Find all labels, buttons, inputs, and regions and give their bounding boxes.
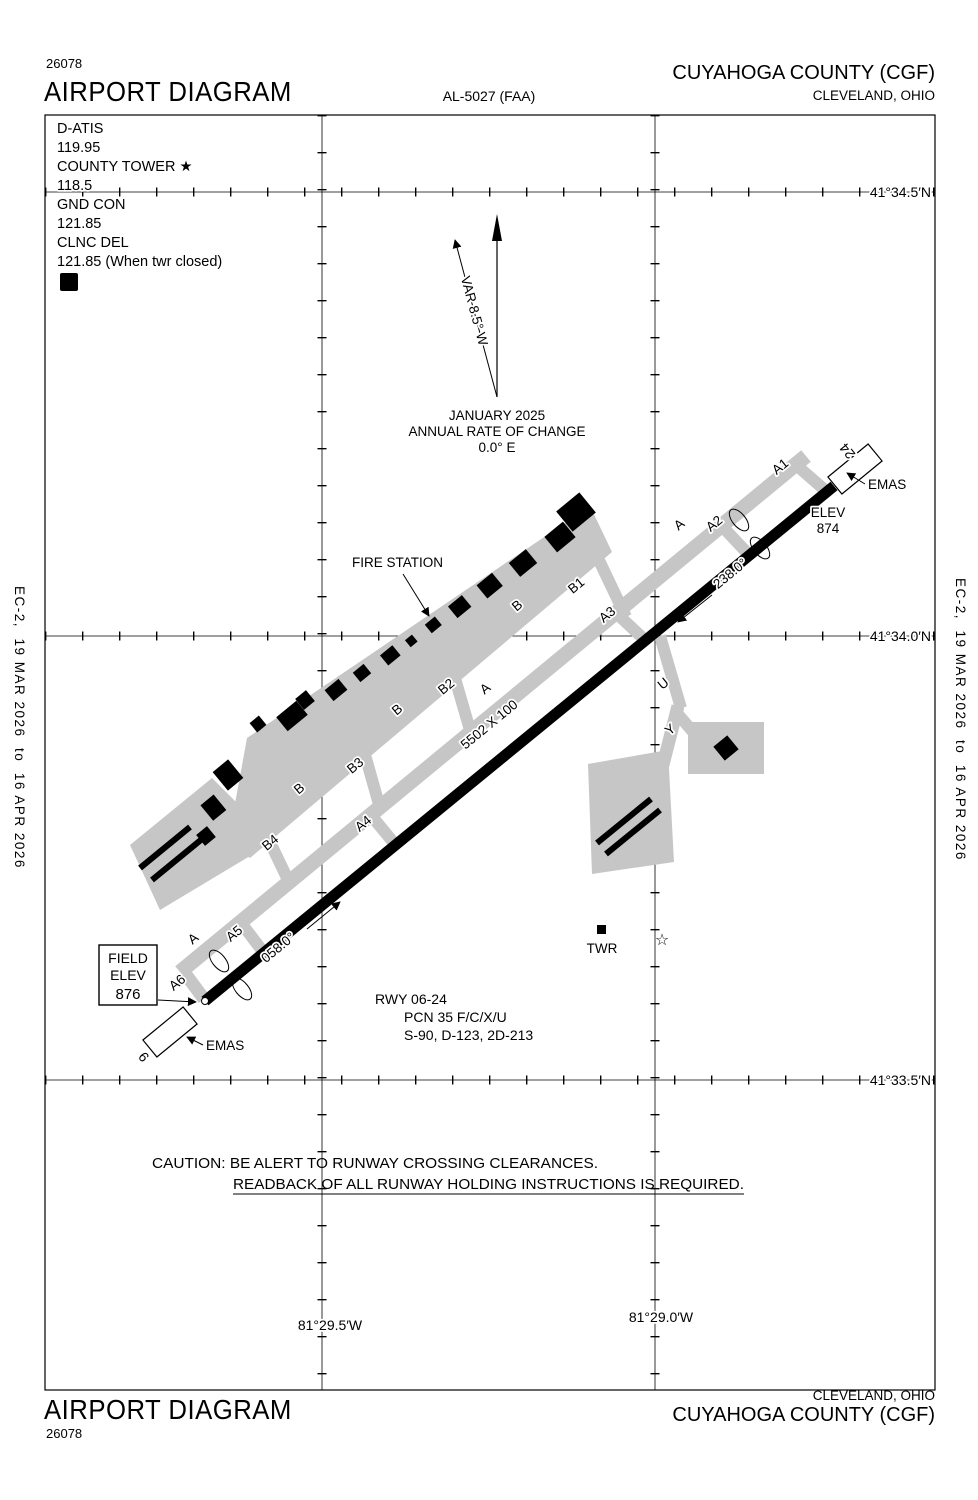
runway-data-block: RWY 06-24 PCN 35 F/C/X/U S-90, D-123, 2D… [375,991,533,1043]
lat-label-3: 41°33.5′N [870,1072,931,1088]
lon-label-2: 81°29.0′W [629,1309,694,1325]
taxiway-label-a: A [477,680,493,697]
svg-text:ELEV: ELEV [110,967,146,983]
lon-label-1: 81°29.5′W [298,1317,363,1333]
chart-number-top: 26078 [46,56,83,71]
emas-label-ne: EMAS [868,477,906,492]
edition-strip-left: EC-2, 19 MAR 2026 to 16 APR 2026 [12,586,27,869]
svg-text:FIELD: FIELD [108,950,148,966]
svg-text:S-90, D-123, 2D-213: S-90, D-123, 2D-213 [404,1027,533,1043]
taxiway-label-a: A [185,930,201,947]
magnetic-variation-label: VAR 8.5° W [458,275,491,348]
elev-ne-value: 874 [817,521,840,536]
runway-end-6: 6 [135,1049,152,1065]
magnetic-date: JANUARY 2025 [449,408,545,423]
svg-text:118.5: 118.5 [57,178,92,194]
airport-name-bottom: CUYAHOGA COUNTY (CGF) [672,1404,935,1426]
svg-text:CLNC DEL: CLNC DEL [57,235,129,251]
chart-reference: AL-5027 (FAA) [442,88,536,104]
north-arrow-icon [452,214,502,398]
comm-frequencies: D-ATIS 119.95 COUNTY TOWER ★ 118.5 GND C… [55,119,224,291]
elev-ne-label: ELEV [811,505,846,520]
field-elevation-box: FIELD ELEV 876 [98,944,197,1007]
fire-station-arrow [402,573,430,617]
runway-heading-sw: 238.0° [710,555,750,591]
diagram-border [44,114,936,1391]
svg-text:119.95: 119.95 [57,140,100,156]
runway6-threshold-dot [201,997,209,1005]
emas-pads [142,443,883,1058]
svg-text:D-ATIS: D-ATIS [57,121,103,137]
tower-symbol [597,925,606,934]
chart-number-bottom: 26078 [46,1426,83,1441]
hangar-stripes [138,796,662,883]
airport-name-top: CUYAHOGA COUNTY (CGF) [672,62,935,84]
emas-ne-arrow [846,472,866,485]
svg-text:121.85: 121.85 [57,216,101,232]
buildings [196,492,739,934]
annual-rate-label: ANNUAL RATE OF CHANGE [408,424,585,439]
taxiway-label-a: A [671,516,687,533]
airport-city-bottom: CLEVELAND, OHIO [812,1388,935,1403]
svg-text:READBACK OF ALL RUNWAY HOLDING: READBACK OF ALL RUNWAY HOLDING INSTRUCTI… [233,1176,744,1193]
runway-06-24 [201,481,838,1006]
svg-text:GND CON: GND CON [57,197,125,213]
heading-ne-arrow [306,901,341,930]
emas-label-sw: EMAS [206,1038,244,1053]
tower-label: TWR [587,941,618,956]
graticule [45,115,935,1390]
svg-text:CAUTION: BE ALERT TO RUNWAY CR: CAUTION: BE ALERT TO RUNWAY CROSSING CLE… [152,1155,598,1172]
caution-notes: CAUTION: BE ALERT TO RUNWAY CROSSING CLE… [152,1155,744,1195]
fire-station-label: FIRE STATION [352,555,443,570]
svg-text:COUNTY TOWER ★: COUNTY TOWER ★ [57,159,192,175]
edition-strip-right: EC-2, 19 MAR 2026 to 16 APR 2026 [953,578,968,861]
svg-text:PCN 35 F/C/X/U: PCN 35 F/C/X/U [404,1009,507,1025]
page-title-bottom: AIRPORT DIAGRAM [44,1394,292,1425]
svg-text:121.85 (When twr closed): 121.85 (When twr closed) [57,254,222,270]
svg-text:RWY 06-24: RWY 06-24 [375,991,447,1007]
annual-rate-value: 0.0° E [479,440,516,455]
svg-text:876: 876 [115,986,140,1003]
datis-symbol-box [60,273,78,291]
heading-sw-arrow [677,594,713,623]
graticule-labels: 41°34.5′N 41°34.0′N 41°33.5′N 81°29.5′W … [296,182,933,1335]
emas-sw-arrow [186,1036,204,1046]
lat-label-2: 41°34.0′N [870,628,931,644]
taxiways [175,450,830,1003]
datis-symbol-letter: D [64,275,73,290]
beacon-star-icon: ☆ [655,932,669,949]
lat-label-1: 41°34.5′N [870,184,931,200]
page-title: AIRPORT DIAGRAM [44,76,292,107]
airport-city-top: CLEVELAND, OHIO [812,88,935,103]
